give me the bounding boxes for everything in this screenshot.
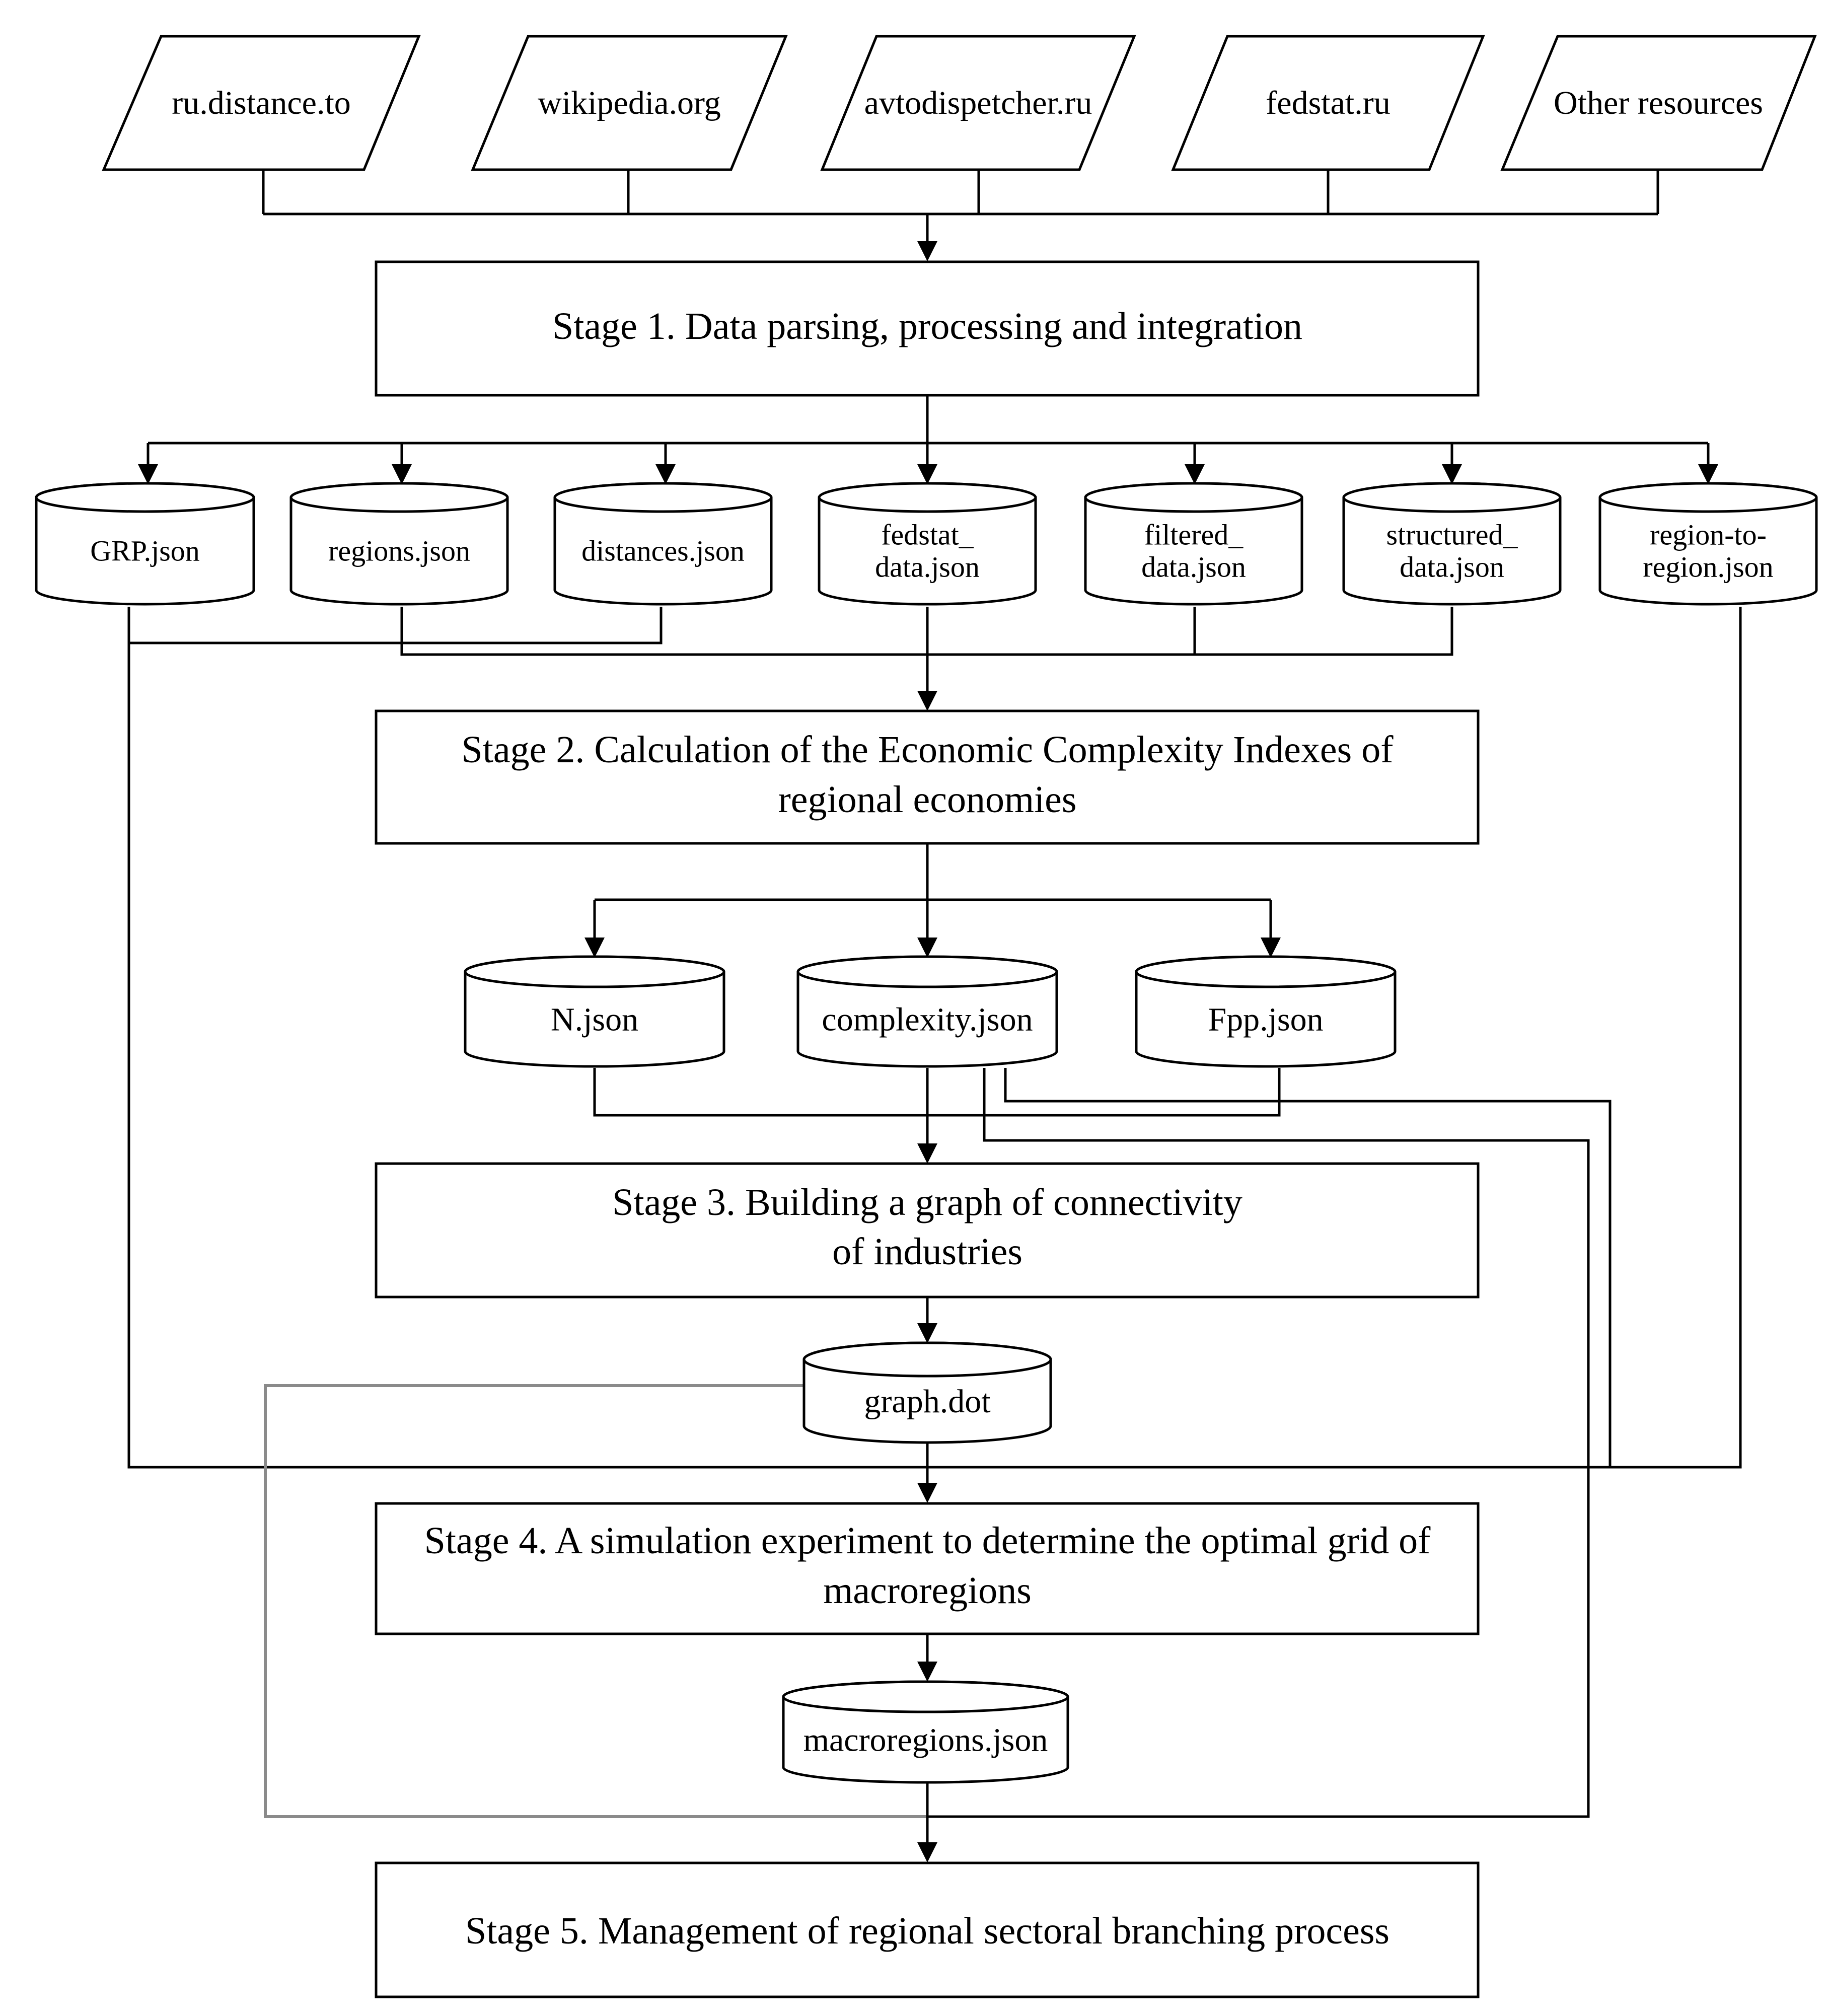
cylinder-label: fedstat_ [881,519,974,551]
source-label: ru.distance.to [172,85,351,121]
cylinder-label: graph.dot [864,1383,990,1420]
cylinder-label: distances.json [581,535,745,567]
cylinder-regions-json: regions.json [289,482,509,606]
stage-4-box: Stage 4. A simulation experiment to dete… [375,1502,1480,1635]
cylinder-filtered-data-json: filtered_data.json [1084,482,1303,606]
complexity-to-stage-4-line [1004,1068,1612,1467]
source-other-resources: Other resources [1500,35,1817,171]
stage-3-label-line-1: Stage 3. Building a graph of connectivit… [612,1181,1242,1223]
cylinder-fedstat-data-json: fedstat_data.json [818,482,1037,606]
source-avtodispetcher-ru: avtodispetcher.ru [820,35,1136,171]
stage-2-fanout-line [595,843,1271,901]
source-label: avtodispetcher.ru [864,85,1092,121]
stage-1-fanout-line [148,396,1708,445]
connectors [127,170,1742,1862]
cylinder-label: Fpp.json [1208,1001,1323,1038]
cylinder-label: GRP.json [90,535,200,567]
cylinder-label: data.json [875,551,980,584]
cylinder-label: region.json [1643,551,1773,584]
source-label: wikipedia.org [538,85,721,121]
cylinder-label: N.json [551,1001,638,1038]
stage-4-label-line-2: macroregions [823,1569,1032,1612]
grp-distances-link [127,607,663,644]
complexity-to-stage-5-line [927,1068,1590,1818]
cylinder-n-json: N.json [464,955,725,1068]
stage-4-label-line-1: Stage 4. A simulation experiment to dete… [424,1520,1431,1562]
source-ru-distance-to: ru.distance.to [102,35,421,171]
stage-3-box: Stage 3. Building a graph of connectivit… [375,1162,1480,1299]
cylinder-label: macroregions.json [803,1721,1048,1758]
stage-3-label-line-2: of industries [832,1231,1022,1273]
cylinder-label: complexity.json [822,1001,1033,1038]
cylinder-label: data.json [1141,551,1246,584]
stage-2-label-line-1: Stage 2. Calculation of the Economic Com… [461,729,1394,771]
stage-5-box: Stage 5. Management of regional sectoral… [375,1861,1480,1998]
cylinder-label: regions.json [328,535,470,567]
stage-5-label: Stage 5. Management of regional sectoral… [465,1910,1389,1952]
stage-2-label-line-2: regional economies [778,778,1076,821]
source-bus-line [262,170,1659,215]
n-fpp-link [593,1068,1281,1117]
cylinder-label: structured_ [1386,519,1518,551]
cylinder-label: region-to- [1650,519,1767,551]
cylinder-region-to-region-json: region-to-region.json [1598,482,1818,606]
stage-1-label: Stage 1. Data parsing, processing and in… [552,305,1302,347]
stage-4-bus-line [127,607,1742,1469]
cylinder-distances-json: distances.json [553,482,773,606]
cylinder-complexity-json: complexity.json [796,955,1058,1068]
cylinder-label: filtered_ [1144,519,1243,551]
cylinder-grp-json: GRP.json [35,482,255,606]
cylinder-macroregions-json: macroregions.json [782,1680,1069,1784]
graph-to-stage-5-line [264,1384,927,1818]
cylinder-graph-dot: graph.dot [802,1341,1052,1444]
source-label: Other resources [1554,85,1763,121]
source-wikipedia-org: wikipedia.org [471,35,788,171]
cylinder-structured-data-json: structured_data.json [1342,482,1562,606]
source-fedstat-ru: fedstat.ru [1171,35,1485,171]
cylinder-label: data.json [1400,551,1504,584]
source-label: fedstat.ru [1266,85,1390,121]
data-stores: GRP.json regions.json distances.json fedsta… [35,482,1818,1784]
stage-2-box: Stage 2. Calculation of the Economic Com… [375,709,1480,845]
cylinder-fpp-json: Fpp.json [1135,955,1397,1068]
stage-1-box: Stage 1. Data parsing, processing and in… [375,260,1480,397]
